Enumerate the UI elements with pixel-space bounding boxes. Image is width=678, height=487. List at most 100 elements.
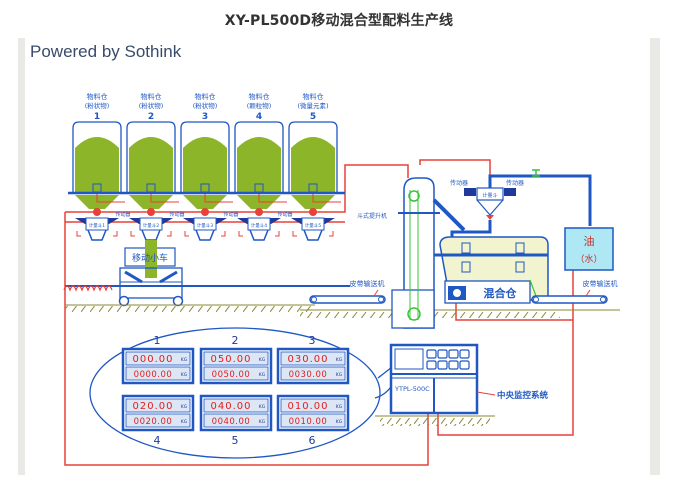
target-weight: 000.00 [133,354,174,365]
cabinet-key [426,349,437,359]
unit-label: KG [181,357,188,363]
unit-label: KG [336,419,343,425]
valve-icon [147,208,155,216]
feeder-label: 传动器 [223,211,238,218]
scale-hopper [139,217,163,231]
cabinet-key [437,360,448,370]
feeder-label: 传动器 [277,211,292,218]
display-number: 4 [154,434,161,447]
feeder-label: 传动器 [169,211,184,218]
target-weight: 040.00 [211,401,252,412]
controller-model: YTPL-500C [394,385,430,393]
belt-conveyor-left: 皮带输送机 [309,279,386,304]
silo-type: (颗粒物) [247,101,272,110]
silo-2: 物料仓(粉状物) 2 计量斗2 传动器 [126,92,185,241]
silo-number: 5 [310,112,316,122]
target-weight: 030.00 [288,354,329,365]
actual-weight: 0020.00 [134,417,173,427]
unit-label: KG [181,419,188,425]
hopper-feeder-left-label: 传动器 [450,179,468,187]
weight-display-1: 000.00 0000.00 KG KG 1 [121,334,195,385]
valve-icon [201,208,209,216]
cabinet-key [459,360,470,370]
actual-weight: 0030.00 [289,370,328,380]
display-number: 5 [232,434,239,447]
target-weight: 010.00 [288,401,329,412]
silo-type: (粉状物) [193,101,218,110]
weight-display-2: 050.00 0050.00 KG KG 2 [199,334,273,385]
unit-label: KG [181,372,188,378]
hopper-feeder-right-label: 传动器 [506,179,524,187]
silo-row: 物料仓(粉状物)1计量斗1传动器物料仓(粉状物)2计量斗2传动器物料仓(粉状物)… [72,92,341,241]
silo-3: 物料仓(粉状物) 3 计量斗3 传动器 [180,92,239,241]
unit-label: KG [259,419,266,425]
belt-conveyor-right: 皮带输送机 [531,279,618,304]
hopper-scale-label: 计量斗 [482,192,497,199]
display-number: 2 [232,334,239,347]
silo-name: 物料仓 [303,92,324,101]
silo-type: (粉状物) [85,101,110,110]
silo-name: 物料仓 [87,92,108,101]
tank-label-water: （水） [575,253,602,265]
weight-display-4: 020.00 0020.00 KG KG 4 [121,394,195,447]
unit-label: KG [181,404,188,410]
actual-weight: 0050.00 [212,370,251,380]
feeder-label: 传动器 [115,211,130,218]
actual-weight: 0000.00 [134,370,173,380]
silo-name: 物料仓 [141,92,162,101]
bucket-elevator: 斗式提升机 [357,177,466,329]
scale-hopper [301,217,325,231]
scale-label: 计量斗4 [251,222,267,229]
silo-name: 物料仓 [195,92,216,101]
scale-label: 计量斗1 [89,222,105,229]
scale-hopper [247,217,271,231]
valve-icon [309,208,317,216]
cart-label: 移动小车 [132,252,168,264]
display-number: 6 [309,434,316,447]
silo-1: 物料仓(粉状物) 1 计量斗1 传动器 [72,92,131,241]
silo-type: (微量元素) [297,101,328,110]
display-bubble [89,327,409,459]
target-weight: 020.00 [133,401,174,412]
cabinet-key [448,349,459,359]
target-weight: 050.00 [211,354,252,365]
actual-weight: 0040.00 [212,417,251,427]
valve-icon [255,208,263,216]
bucket-elevator-label: 斗式提升机 [357,212,387,220]
mobile-cart: 移动小车 [63,240,350,307]
oil-water-tank: 油 （水） [564,227,614,271]
cabinet-key [426,360,437,370]
cabinet-key [459,349,470,359]
valve-icon [93,208,101,216]
scale-hopper [85,217,109,231]
belt-conveyor-right-label: 皮带输送机 [583,279,618,288]
scale-label: 计量斗3 [197,222,213,229]
cabinet-key [448,360,459,370]
unit-label: KG [336,404,343,410]
unit-label: KG [259,372,266,378]
unit-label: KG [336,357,343,363]
scale-hopper [193,217,217,231]
silo-4: 物料仓(颗粒物) 4 计量斗4 传动器 [234,92,293,241]
cabinet-key [437,349,448,359]
weight-displays: 000.000000.00KGKG1050.000050.00KGKG2030.… [121,334,350,447]
silo-type: (粉状物) [139,101,164,110]
scale-label: 计量斗2 [143,222,159,229]
unit-label: KG [259,357,266,363]
silo-number: 1 [94,112,100,122]
page-title: XY-PL500D移动混合型配料生产线 [224,13,454,29]
top-hopper: 传动器 传动器 计量斗 [450,169,592,240]
control-system-label: 中央监控系统 [497,390,549,401]
display-number: 1 [154,334,161,347]
watermark: Powered by Sothink [30,42,182,61]
tank-label-oil: 油 [584,234,595,248]
silo-number: 4 [256,112,262,122]
silo-number: 2 [148,112,154,122]
silo-name: 物料仓 [249,92,270,101]
silo-number: 3 [202,112,208,122]
